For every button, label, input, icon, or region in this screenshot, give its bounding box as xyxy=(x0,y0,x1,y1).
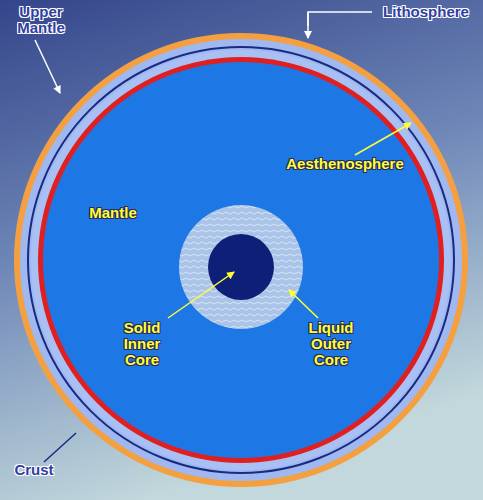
crust xyxy=(14,33,468,487)
part-label: Solid Inner Core xyxy=(112,320,172,368)
part-label: Crust xyxy=(4,462,64,478)
part-label: Upper Mantle xyxy=(6,4,76,36)
leader-line xyxy=(355,123,411,155)
outer-core xyxy=(179,205,303,329)
upper-mantle-line xyxy=(28,47,454,473)
leader-line xyxy=(289,290,318,318)
leader-line xyxy=(35,40,60,93)
part-label: Mantle xyxy=(78,205,148,221)
part-label: Aesthenosphere xyxy=(280,156,410,172)
mantle xyxy=(43,62,439,458)
leader-line xyxy=(44,433,76,462)
part-label: Liquid Outer Core xyxy=(300,320,362,368)
inner-core xyxy=(208,234,274,300)
aesthenosphere xyxy=(38,57,444,463)
lithosphere xyxy=(20,39,462,481)
upper-mantle xyxy=(31,50,451,470)
part-label: Lithosphere xyxy=(376,4,476,20)
leader-line xyxy=(307,12,309,38)
leader-line xyxy=(168,272,234,318)
leader-line xyxy=(308,12,372,26)
